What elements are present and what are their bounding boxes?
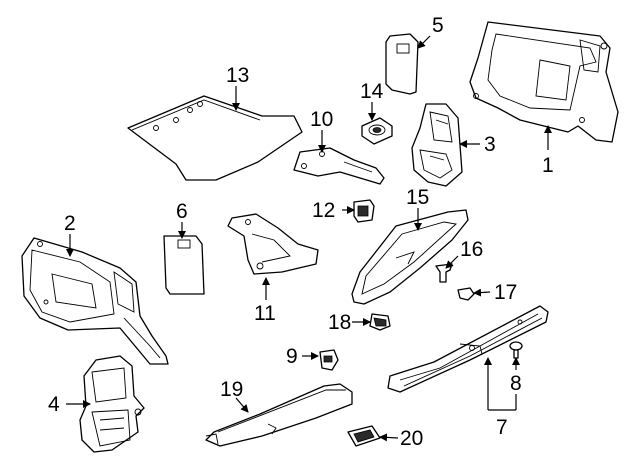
part-6-cover [163,235,205,295]
leader-lines [66,35,552,442]
callout-2: 2 [64,212,76,235]
leader-16 [445,255,459,269]
leader-19 [235,397,249,413]
part-9-clip [319,349,339,371]
part-3-bracket [411,103,463,187]
part-10-bracket [293,147,385,185]
callout-4: 4 [48,393,60,416]
leader-17 [473,288,491,297]
part-11-panel [227,213,319,275]
callout-17: 17 [494,281,517,304]
callout-16: 16 [460,238,483,261]
part-7-sill-plate [387,305,549,393]
callout-1: 1 [542,154,554,177]
part-12-clip [353,199,375,223]
part-18-clip [369,313,391,331]
part-5-cover [385,33,419,95]
callout-8: 8 [510,372,522,395]
part-14-grommet [361,117,393,145]
callout-18: 18 [328,311,351,334]
part-16-fastener [435,263,453,283]
leader-20 [379,433,399,442]
callout-20: 20 [400,427,423,450]
callout-12: 12 [312,199,335,222]
part-4-storage-bin [79,355,145,453]
callout-10: 10 [310,108,333,131]
part-2-quarter-trim-panel [21,237,169,365]
callout-3: 3 [484,133,496,156]
part-15-trim-cover [351,209,469,305]
part-1-quarter-trim-panel [469,21,619,143]
callout-13: 13 [226,64,249,87]
part-17-retainer [457,287,475,301]
part-13-floor-panel [127,95,303,181]
callout-5: 5 [432,14,444,37]
callout-14: 14 [360,80,384,103]
callout-7: 7 [496,416,508,439]
part-8-push-retainer [509,341,523,359]
part-19-cargo-cover [205,383,353,447]
leader-5 [417,35,431,49]
callout-numbers: 1 2 3 4 5 6 7 8 9 10 11 12 13 14 15 16 1… [48,14,554,450]
callout-11: 11 [254,302,276,325]
callout-15: 15 [406,186,429,209]
callout-19: 19 [220,378,243,401]
callout-9: 9 [286,345,298,368]
callout-6: 6 [176,200,188,223]
part-20-button [347,425,381,447]
